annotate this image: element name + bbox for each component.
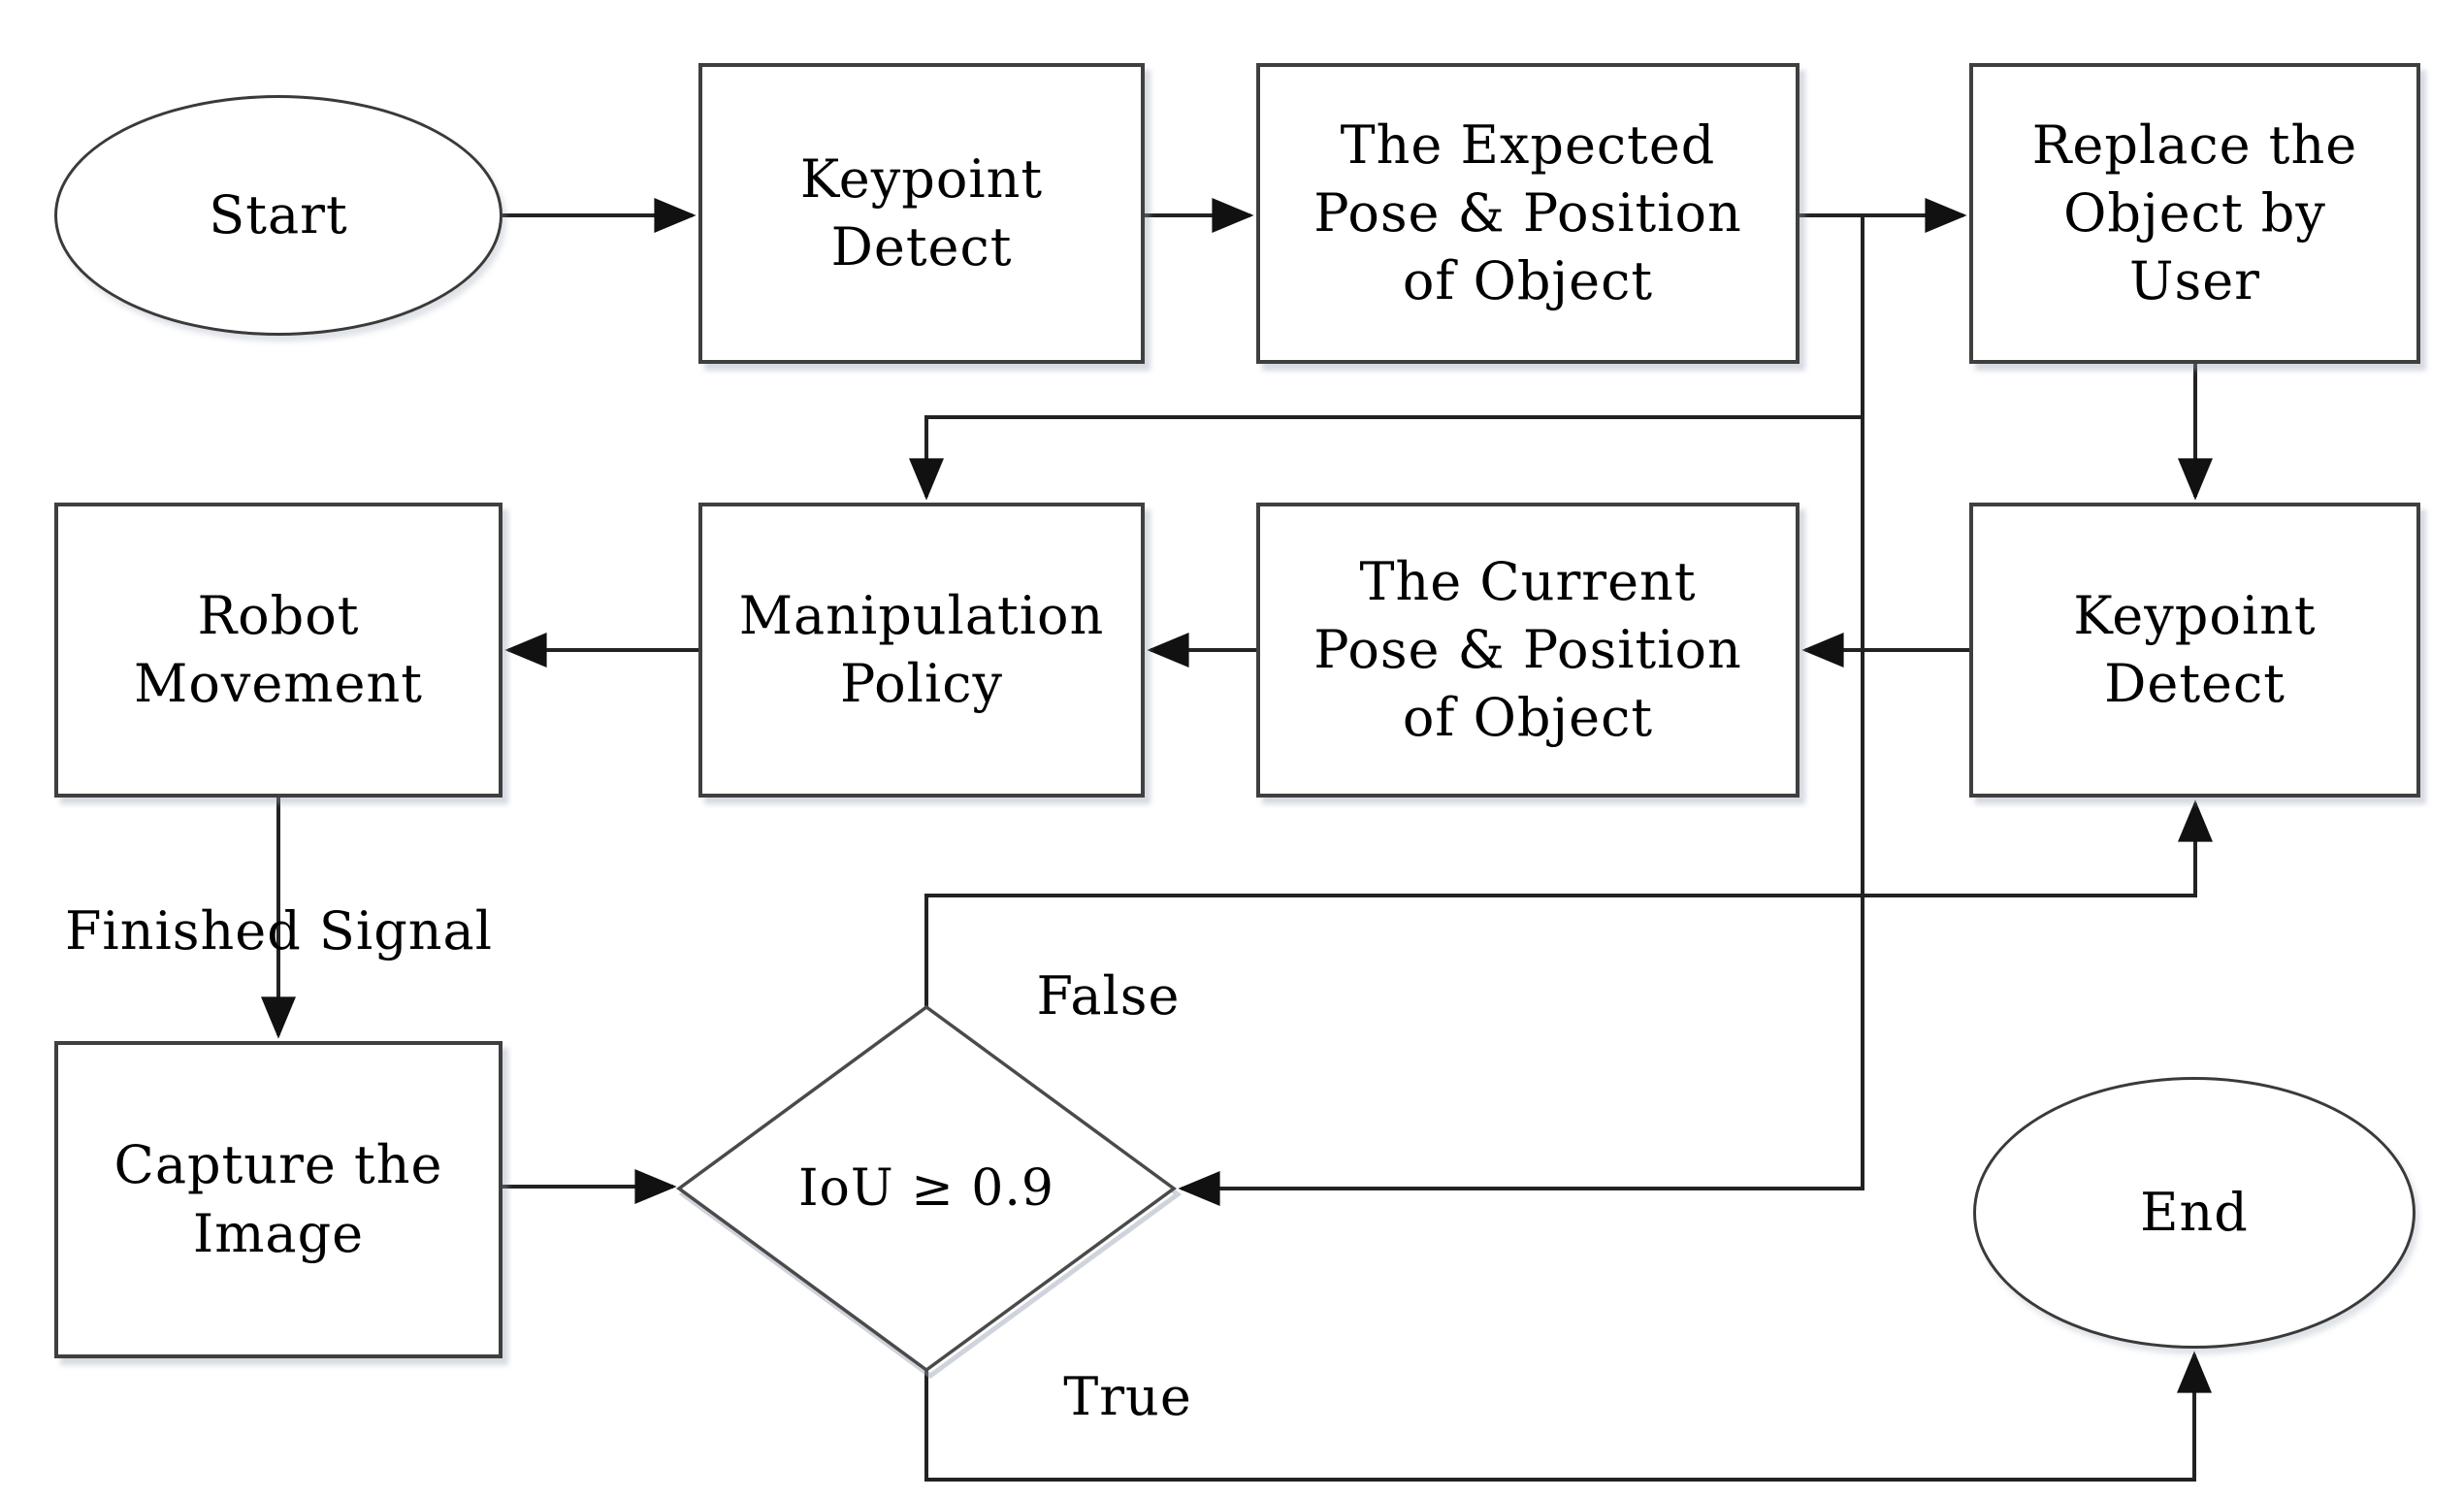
- node-capture-image: Capture the Image: [54, 1041, 503, 1358]
- node-robot-movement: Robot Movement: [54, 503, 503, 798]
- node-capture-image-label: Capture the Image: [113, 1134, 443, 1264]
- edge-false-to-keypoint2: [924, 799, 2213, 1007]
- node-manipulation-policy-label: Manipulation Policy: [738, 584, 1105, 714]
- node-end-label: End: [2140, 1181, 2249, 1243]
- node-keypoint-detect-1: Keypoint Detect: [698, 63, 1145, 364]
- edge-bus-to-manipulation: [909, 415, 1863, 501]
- node-end: End: [1973, 1077, 2415, 1349]
- node-iou-decision-label: IoU ≥ 0.9: [798, 1159, 1054, 1218]
- node-manipulation-policy: Manipulation Policy: [698, 503, 1145, 798]
- node-current-pose: The Current Pose & Position of Object: [1256, 503, 1799, 798]
- decision-diamond-shape: [676, 1004, 1183, 1380]
- node-keypoint-detect-1-label: Keypoint Detect: [799, 147, 1044, 277]
- edge-label-true: True: [1063, 1366, 1192, 1427]
- node-current-pose-label: The Current Pose & Position of Object: [1313, 550, 1742, 749]
- node-robot-movement-label: Robot Movement: [134, 584, 423, 714]
- node-keypoint-detect-2-label: Keypoint Detect: [2073, 584, 2317, 714]
- node-start-label: Start: [209, 183, 348, 245]
- node-expected-pose: The Expected Pose & Position of Object: [1256, 63, 1799, 364]
- node-replace-object-label: Replace the Object by User: [2031, 114, 2358, 312]
- edge-label-false: False: [1036, 965, 1181, 1026]
- node-iou-decision-label-wrap: IoU ≥ 0.9: [742, 1145, 1111, 1232]
- edge-expected-bus-to-diamond: [1178, 215, 1864, 1206]
- node-keypoint-detect-2: Keypoint Detect: [1969, 503, 2420, 798]
- edge-label-finished-signal: Finished Signal: [64, 900, 494, 961]
- node-start: Start: [54, 95, 503, 336]
- node-replace-object: Replace the Object by User: [1969, 63, 2420, 364]
- edge-true-to-end: [924, 1351, 2212, 1482]
- node-expected-pose-label: The Expected Pose & Position of Object: [1313, 114, 1742, 312]
